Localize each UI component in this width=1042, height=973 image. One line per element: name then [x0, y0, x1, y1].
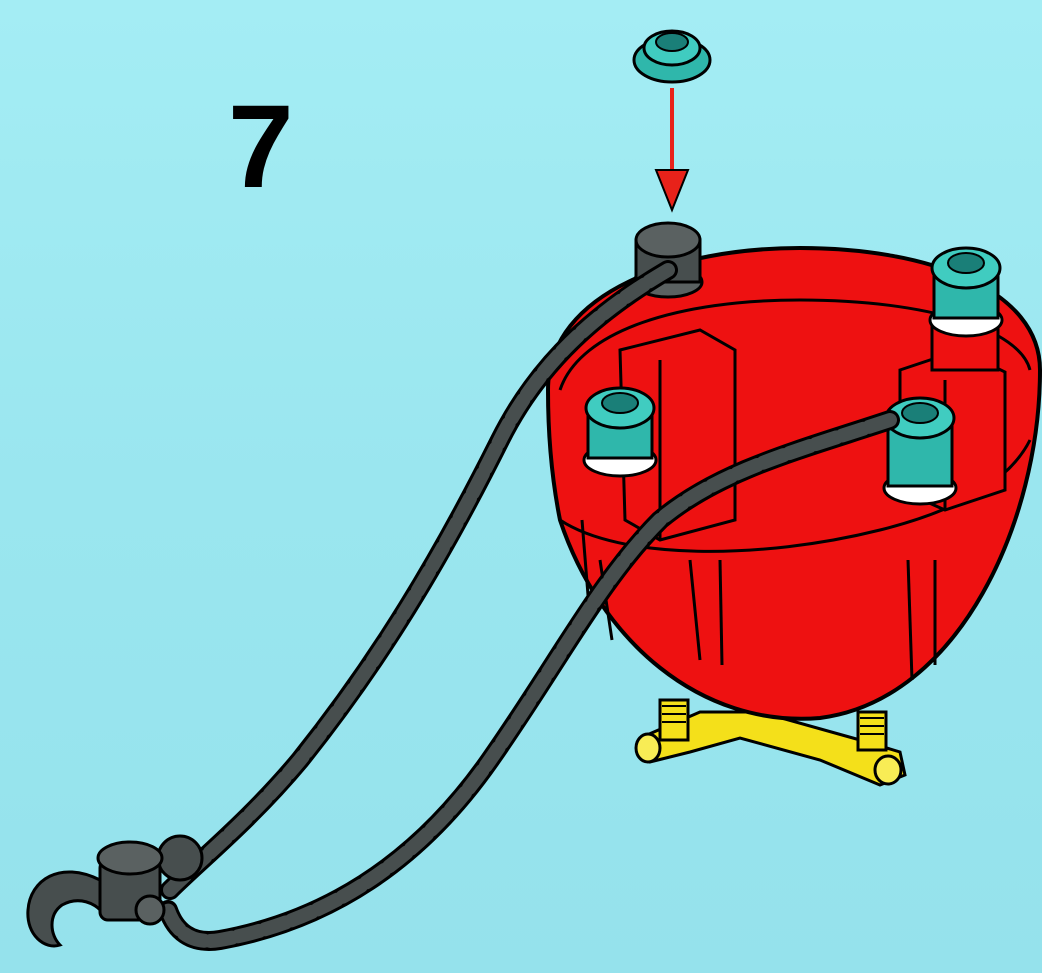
arrow-down-icon — [656, 88, 688, 210]
